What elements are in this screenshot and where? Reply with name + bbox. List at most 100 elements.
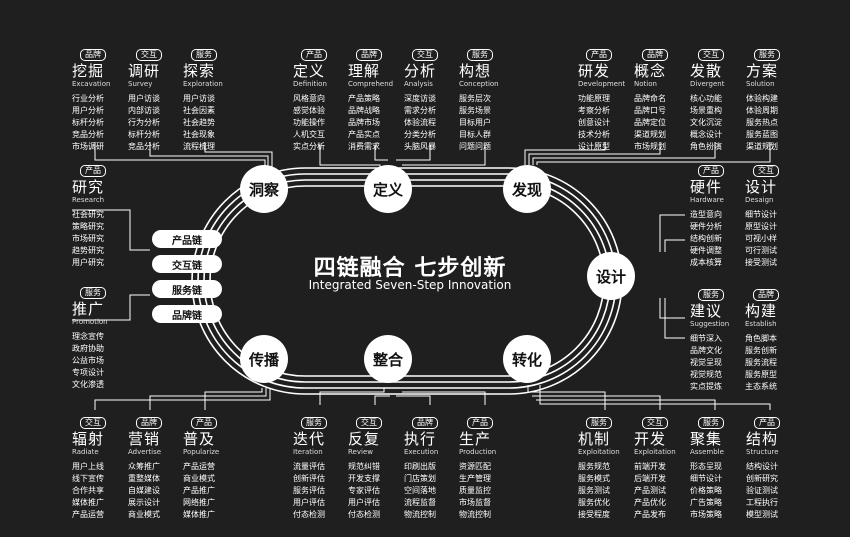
method-item: 流程监督 bbox=[404, 498, 436, 507]
method-item: 品牌定位 bbox=[634, 118, 666, 127]
method-item: 目标用户 bbox=[459, 118, 491, 127]
method-title: 构想 bbox=[459, 62, 492, 80]
method-title-en: Research bbox=[72, 196, 105, 204]
method-item: 服务场景 bbox=[459, 106, 491, 115]
method-title: 开发 bbox=[634, 430, 667, 448]
method-item: 接受程度 bbox=[578, 510, 610, 519]
method-items: 功能原理考察分析创意设计技术分析设计原型 bbox=[578, 93, 634, 153]
step-4: 设计 bbox=[587, 252, 635, 300]
method-item: 功能操作 bbox=[293, 118, 325, 127]
method-item: 细节设计 bbox=[745, 210, 777, 219]
chain-tag: 交互 bbox=[356, 417, 382, 429]
method-item: 消费需求 bbox=[348, 142, 380, 151]
method-title: 聚集 bbox=[690, 430, 723, 448]
step-6: 整合 bbox=[364, 335, 412, 383]
method-item: 行业分析 bbox=[72, 94, 104, 103]
method-item: 理念宣传 bbox=[72, 332, 104, 341]
method-items: 体验构建体验周期服务热点服务蓝图渠道规划 bbox=[746, 93, 802, 153]
chain-tag: 服务 bbox=[754, 49, 780, 61]
method-item: 结构设计 bbox=[746, 462, 778, 471]
method-item: 空间落地 bbox=[404, 486, 436, 495]
method-item: 社会趋势 bbox=[183, 118, 215, 127]
method-item: 广告策略 bbox=[690, 498, 722, 507]
method-item: 服务创新 bbox=[745, 346, 777, 355]
method-item: 用户上线 bbox=[72, 462, 104, 471]
method-item: 专家评估 bbox=[348, 486, 380, 495]
method-title: 探索 bbox=[183, 62, 216, 80]
method-item: 渠道规划 bbox=[746, 142, 778, 151]
method-title: 执行 bbox=[404, 430, 437, 448]
method-title: 研究 bbox=[72, 178, 105, 196]
method-title-en: Development bbox=[578, 80, 626, 88]
method-item: 概念设计 bbox=[690, 130, 722, 139]
method-item: 资源匹配 bbox=[459, 462, 491, 471]
method-title-en: Divergent bbox=[690, 80, 725, 88]
method-title: 分析 bbox=[404, 62, 437, 80]
method-item: 服务原型 bbox=[745, 370, 777, 379]
method-item: 文化渗透 bbox=[72, 380, 104, 389]
method-item: 结构创新 bbox=[690, 234, 722, 243]
method-item: 需求分析 bbox=[404, 106, 436, 115]
method-item: 市场调研 bbox=[72, 142, 104, 151]
chain-label-4: 品牌链 bbox=[152, 305, 222, 323]
method-item: 市场规划 bbox=[634, 142, 666, 151]
method-title-en: Comprehend bbox=[348, 80, 394, 88]
method-title: 辐射 bbox=[72, 430, 105, 448]
method-item: 产品推广 bbox=[183, 486, 215, 495]
method-item: 趋势研究 bbox=[72, 246, 104, 255]
method-item: 专项设计 bbox=[72, 368, 104, 377]
method-title: 生产 bbox=[459, 430, 492, 448]
method-item: 模型测试 bbox=[746, 510, 778, 519]
method-item: 产品实点 bbox=[348, 130, 380, 139]
method-items: 核心功能场景重构文化沉淀概念设计角色扮演 bbox=[690, 93, 746, 153]
method-title-en: Review bbox=[348, 448, 373, 456]
method-items: 产品运营商业模式产品推广网络推广媒体推广 bbox=[183, 461, 239, 521]
method-item: 合作共享 bbox=[72, 486, 104, 495]
method-item: 产品测试 bbox=[634, 486, 666, 495]
method-item: 线下宣传 bbox=[72, 474, 104, 483]
chain-tag: 服务 bbox=[698, 417, 724, 429]
method-title: 方案 bbox=[746, 62, 779, 80]
method-item: 品牌战略 bbox=[348, 106, 380, 115]
method-item: 创意设计 bbox=[578, 118, 610, 127]
method-item: 用户访谈 bbox=[128, 94, 160, 103]
step-2: 定义 bbox=[364, 165, 412, 213]
method-item: 核心功能 bbox=[690, 94, 722, 103]
method-title: 机制 bbox=[578, 430, 611, 448]
method-item: 服务层次 bbox=[459, 94, 491, 103]
method-item: 用户研究 bbox=[72, 258, 104, 267]
chain-tag: 品牌 bbox=[80, 49, 106, 61]
method-item: 服务热点 bbox=[746, 118, 778, 127]
method-item: 考察分析 bbox=[578, 106, 610, 115]
method-items: 造型意向硬件分析结构创新硬件调整成本核算 bbox=[690, 209, 746, 269]
center-title: 四链融合 七步创新 bbox=[313, 256, 507, 281]
method-item: 社会研究 bbox=[72, 210, 104, 219]
method-item: 后端开发 bbox=[634, 474, 666, 483]
method-item: 用户分析 bbox=[72, 106, 104, 115]
method-item: 服务评估 bbox=[293, 486, 325, 495]
method-item: 感觉体验 bbox=[293, 106, 325, 115]
method-item: 重整媒体 bbox=[128, 474, 160, 483]
method-item: 主态系统 bbox=[745, 382, 777, 391]
method-title-en: Radiate bbox=[72, 448, 99, 456]
method-items: 细节深入品牌文化视觉呈现视觉规范实点提炼 bbox=[690, 333, 746, 393]
method-title-en: Exploitation bbox=[634, 448, 676, 456]
method-item: 产品发布 bbox=[634, 510, 666, 519]
chain-tag: 产品 bbox=[191, 417, 217, 429]
method-item: 品牌文化 bbox=[690, 346, 722, 355]
method-title: 研发 bbox=[578, 62, 611, 80]
method-item: 产品运营 bbox=[183, 462, 215, 471]
method-items: 深度访谈需求分析体验流程分类分析头脑风暴 bbox=[404, 93, 460, 153]
method-items: 服务规范服务模式服务测试服务优化接受程度 bbox=[578, 461, 634, 521]
step-5: 转化 bbox=[503, 335, 551, 383]
method-item: 头脑风暴 bbox=[404, 142, 436, 151]
method-item: 社会因素 bbox=[183, 106, 215, 115]
